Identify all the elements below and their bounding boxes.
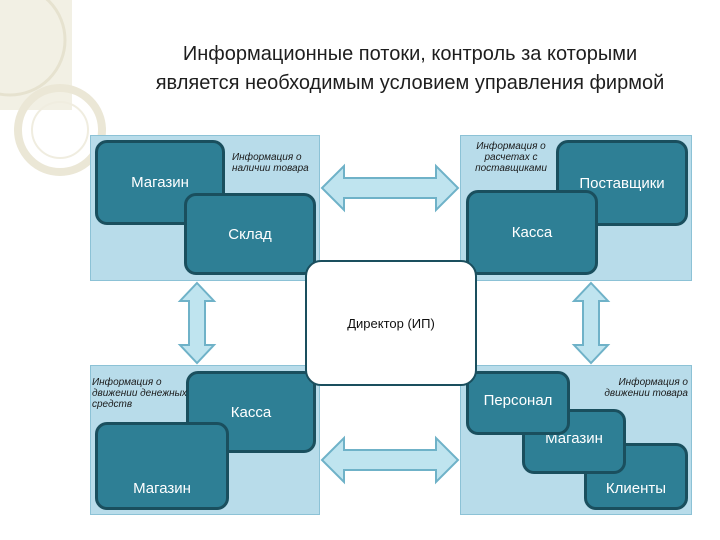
- box-staff: Персонал: [466, 371, 570, 435]
- page-title: Информационные потоки, контроль за котор…: [100, 40, 720, 98]
- arrow-top-horizontal: [320, 163, 460, 213]
- box-cashdesk-top-right: Касса: [466, 190, 598, 275]
- note-cash-flow: Информация о движении денежных средств: [92, 377, 187, 410]
- director-label: Директор (ИП): [347, 315, 435, 331]
- box-label: Касса: [230, 403, 272, 421]
- box-label: Касса: [511, 224, 553, 241]
- box-warehouse: Склад: [184, 193, 316, 275]
- arrow-right-vertical: [571, 281, 611, 365]
- box-label: Персонал: [483, 391, 553, 409]
- box-label: Клиенты: [605, 480, 667, 497]
- box-label: Склад: [228, 225, 272, 243]
- note-goods-movement: Информация о движении товара: [604, 377, 688, 399]
- director-box: Директор (ИП): [305, 260, 477, 386]
- note-stock-info: Информация о наличии товара: [232, 152, 309, 174]
- box-clients: Клиенты: [584, 443, 688, 510]
- title-line-1: Информационные потоки, контроль за котор…: [182, 43, 638, 65]
- box-label: Магазин: [131, 174, 189, 191]
- decorative-rings: [0, 0, 106, 176]
- note-supplier-payments: Информация о расчетах с поставщиками: [475, 141, 547, 174]
- arrow-left-vertical: [177, 281, 217, 365]
- title-line-2: является необходимым условием управления…: [155, 72, 665, 94]
- box-store-bottom-left: Магазин: [95, 422, 229, 510]
- box-label: Поставщики: [579, 174, 665, 192]
- arrow-bottom-horizontal: [320, 435, 460, 485]
- box-label: Магазин: [133, 480, 191, 497]
